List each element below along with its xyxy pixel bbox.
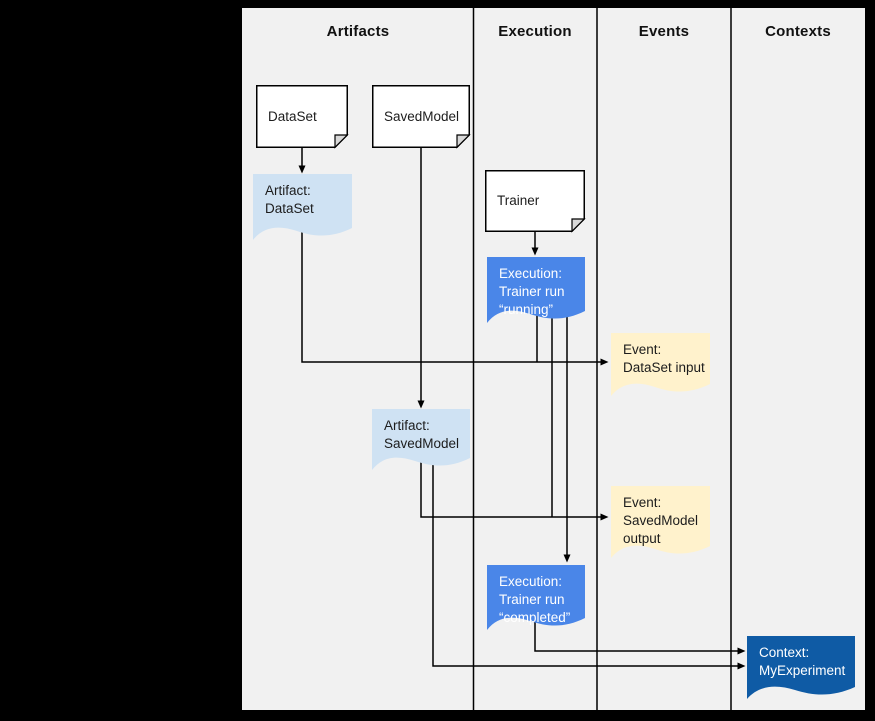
node-artifact-dataset: Artifact: DataSet (253, 174, 352, 240)
node-execution-running: Execution: Trainer run “running” (487, 257, 585, 323)
node-event-dataset-input: Event: DataSet input (611, 333, 710, 396)
column-header-artifacts: Artifacts (326, 23, 390, 40)
node-dataset-type: DataSet (256, 85, 349, 149)
node-execution-completed: Execution: Trainer run “completed” (487, 565, 585, 630)
folded-corner-icon (334, 134, 349, 149)
wave-shape (611, 333, 710, 396)
node-event-savedmodel-output: Event: SavedModel output (611, 486, 710, 558)
node-savedmodel-type: SavedModel (372, 85, 471, 149)
wave-shape (253, 174, 352, 240)
edge-artifactsavedmodel-to-event-output (420, 454, 609, 521)
column-header-contexts: Contexts (765, 23, 831, 40)
note-shape (485, 170, 586, 233)
node-label: Trainer (497, 193, 540, 209)
folded-corner-icon (571, 218, 586, 233)
column-header-execution: Execution (498, 23, 572, 40)
wave-shape (487, 565, 585, 630)
folded-corner-icon (456, 134, 471, 149)
node-label: Artifact: DataSet (265, 183, 314, 216)
note-shape (256, 85, 349, 149)
node-label: Context: MyExperiment (759, 645, 846, 678)
node-label: Event: DataSet input (623, 342, 705, 375)
column-dividers (472, 8, 732, 710)
wave-shape (611, 486, 710, 558)
node-artifact-savedmodel: Artifact: SavedModel (372, 409, 470, 470)
note-shape (372, 85, 471, 149)
column-header-events: Events (638, 23, 690, 40)
wave-shape (487, 257, 585, 323)
node-context-myexperiment: Context: MyExperiment (747, 636, 855, 699)
node-label: Execution: Trainer run “completed” (499, 574, 571, 625)
edge-artifactsavedmodel-to-context (432, 454, 746, 670)
node-label: Event: SavedModel output (623, 495, 699, 546)
node-label: DataSet (268, 108, 317, 124)
node-label: Execution: Trainer run “running” (499, 266, 565, 317)
wave-shape (747, 636, 855, 699)
node-label: SavedModel (384, 108, 460, 124)
node-label: Artifact: SavedModel (384, 418, 460, 451)
node-trainer-type: Trainer (485, 170, 586, 233)
diagram-canvas: Artifacts Execution Events Contexts Data… (242, 8, 865, 710)
wave-shape (372, 409, 470, 470)
edge-artifactdataset-to-event-input (301, 230, 609, 366)
